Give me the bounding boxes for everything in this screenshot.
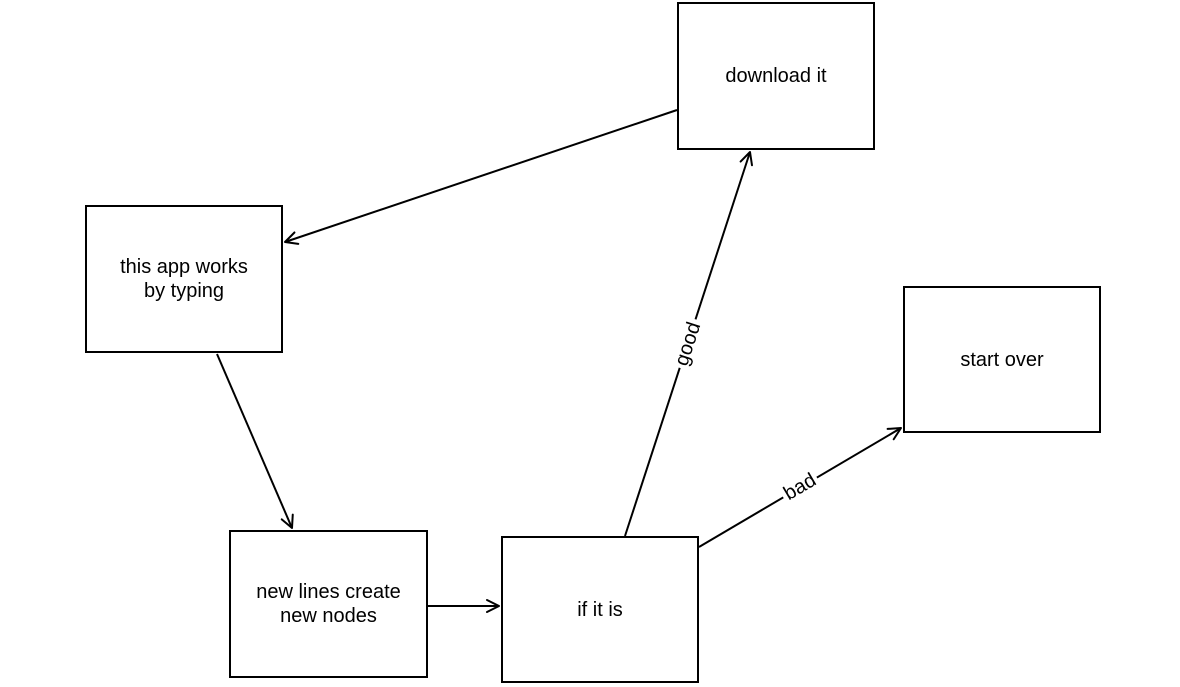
node-label: this app works by typing	[120, 256, 248, 302]
edge-download-it-to-this-app-works	[284, 109, 678, 245]
node-if-it-is[interactable]: if it is	[501, 536, 699, 683]
edge-this-app-works-to-new-lines	[216, 353, 294, 529]
node-label: start over	[960, 348, 1044, 371]
node-download-it[interactable]: download it	[677, 2, 875, 150]
node-label: if it is	[577, 598, 623, 621]
node-start-over[interactable]: start over	[903, 286, 1101, 433]
node-new-lines-create-new-nodes[interactable]: new lines create new nodes	[229, 530, 428, 678]
node-label: download it	[725, 65, 827, 87]
node-this-app-works-by-typing[interactable]: this app works by typing	[85, 205, 283, 353]
node-label: new lines create new nodes	[256, 581, 401, 627]
